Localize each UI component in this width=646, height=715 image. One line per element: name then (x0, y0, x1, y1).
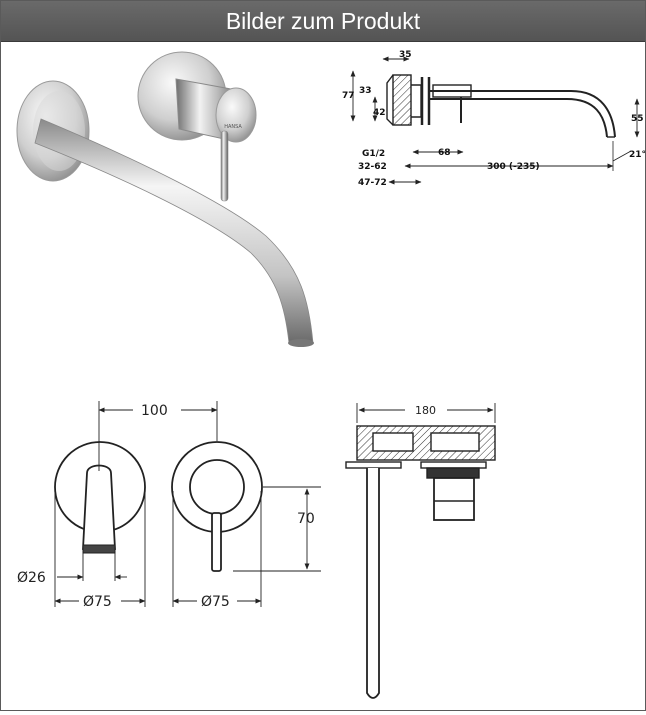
brand-mark: HANSA (224, 124, 242, 130)
dim-diameter-75-spout: Ø75 (83, 594, 112, 610)
product-photo: HANSA (16, 51, 314, 347)
top-view-drawing (345, 403, 496, 699)
side-section-labels: 35 33 77 42 G1/2 68 32-62 300 (-235) 47-… (342, 50, 646, 188)
dim-35: 35 (399, 50, 412, 60)
side-section-drawing (350, 56, 640, 185)
front-view-labels: 100 70 Ø26 Ø75 Ø75 (17, 403, 315, 610)
dim-g1-2: G1/2 (362, 149, 385, 159)
dim-77: 77 (342, 91, 355, 101)
dim-42: 42 (373, 108, 386, 118)
dim-55: 55 (631, 114, 644, 124)
dim-70: 70 (297, 511, 315, 527)
top-view-labels: 180 (415, 404, 436, 417)
dim-diameter-75-mixer: Ø75 (201, 594, 230, 610)
dim-33: 33 (359, 86, 372, 96)
dim-300: 300 (-235) (487, 162, 540, 172)
dim-diameter-26: Ø26 (17, 570, 46, 586)
dim-100: 100 (141, 403, 168, 419)
dim-180: 180 (415, 404, 436, 417)
spout-pipe (34, 118, 314, 344)
mixer-lever (220, 130, 229, 202)
dim-47-72: 47-72 (358, 178, 387, 188)
dim-21-deg: 21° (629, 150, 645, 160)
front-view-drawing (54, 401, 321, 607)
panel-header: Bilder zum Produkt (1, 1, 645, 42)
image-gallery: HANSA (1, 42, 646, 710)
dim-68: 68 (438, 148, 451, 158)
dim-32-62: 32-62 (358, 162, 387, 172)
